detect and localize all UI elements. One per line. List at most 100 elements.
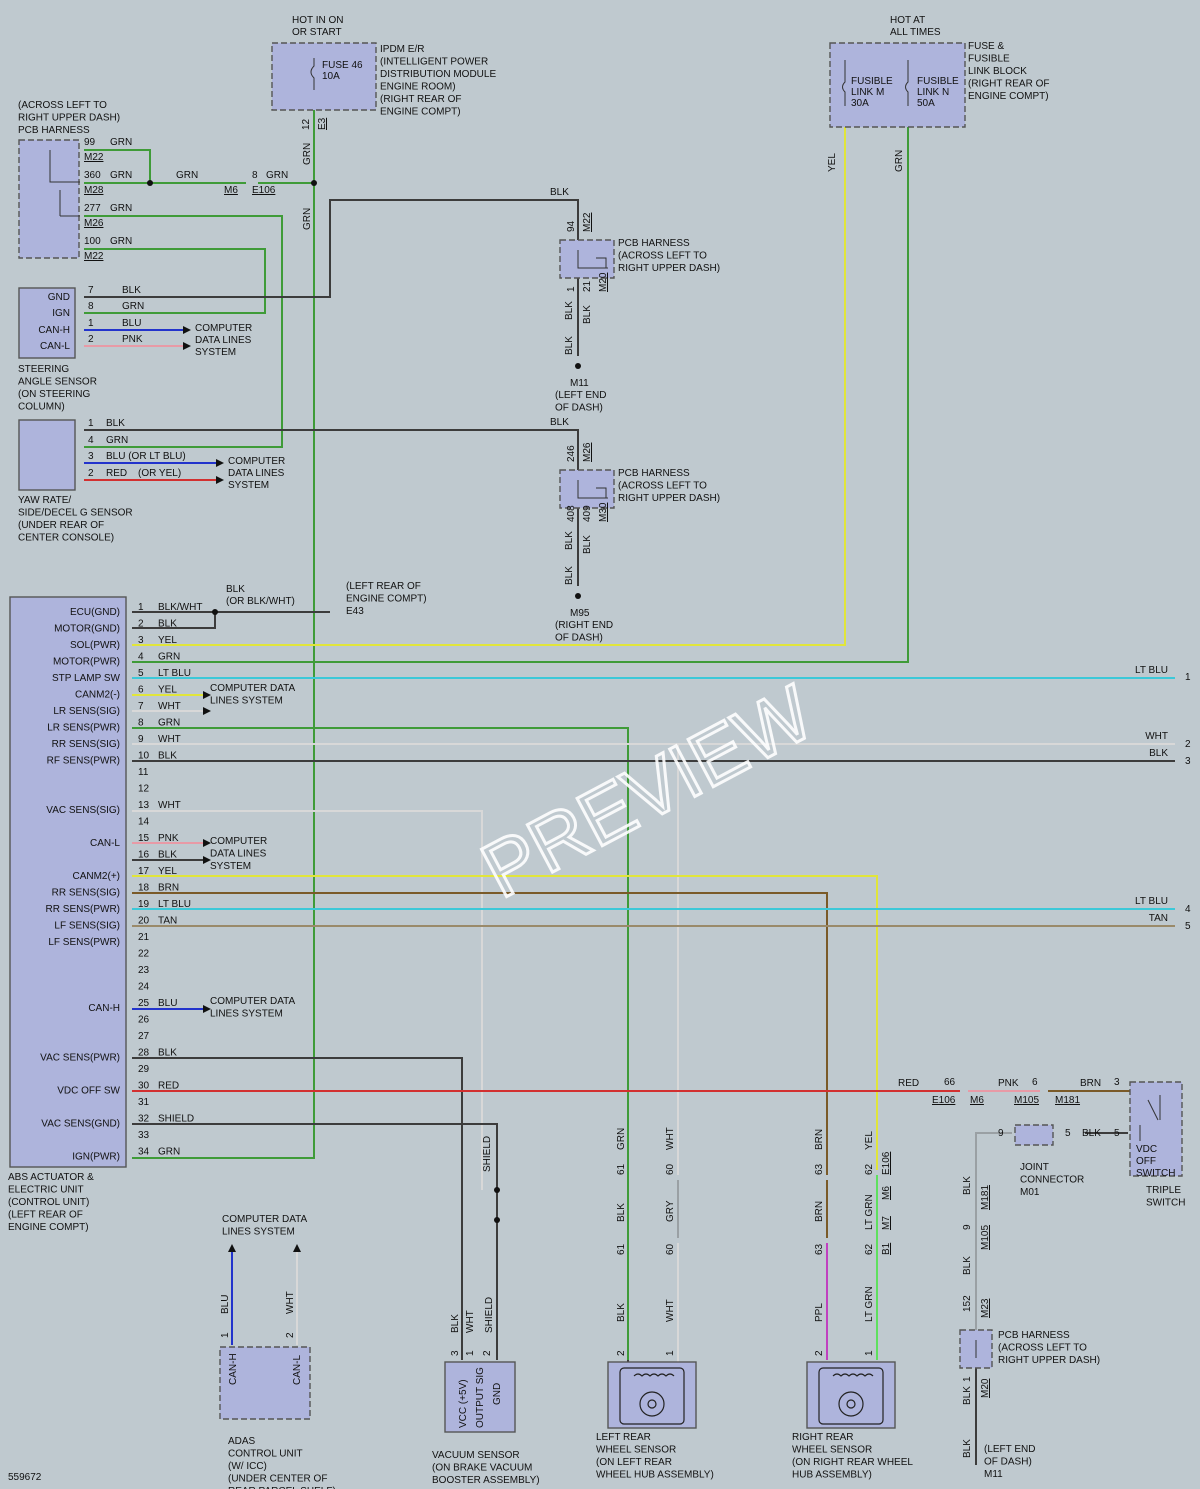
pin-label: 3 — [88, 451, 94, 462]
pin-label: 61 — [616, 1243, 627, 1255]
abs-pin-name: RR SENS(PWR) — [46, 904, 120, 915]
joint-connector-label: JOINT — [1020, 1162, 1049, 1173]
pin-label: 62 — [864, 1163, 875, 1175]
ground-label: M11 — [570, 378, 589, 389]
cdl-label: DATA LINES — [228, 468, 285, 479]
wire-label: GRN — [616, 1128, 627, 1150]
pcb-bottom-desc: RIGHT UPPER DASH) — [998, 1355, 1100, 1366]
cdl-label: COMPUTER — [195, 323, 252, 334]
ground-label: M11 — [984, 1469, 1003, 1480]
wire-label: BLK — [564, 301, 575, 320]
ipdm-desc: ENGINE ROOM) — [380, 82, 456, 93]
abs-pin-name: MOTOR(PWR) — [53, 657, 120, 668]
pin-name: GND — [48, 292, 70, 303]
pin-label: 2 — [88, 334, 94, 345]
pin-label: 277 — [84, 203, 101, 214]
steering-desc: (ON STEERING — [18, 389, 90, 400]
wire-vdc-gnd — [975, 1132, 1012, 1330]
pin-label: 6 — [1032, 1077, 1038, 1088]
pin-label: 30 — [138, 1081, 150, 1092]
abs-pin-name: LR SENS(PWR) — [47, 723, 120, 734]
wire-label: BRN — [1080, 1078, 1101, 1089]
abs-pin-name: CANM2(+) — [72, 871, 120, 882]
connector-label: M22 — [84, 251, 104, 262]
wire-label: TAN — [158, 916, 177, 927]
rr-wheel-sensor-box — [806, 1361, 896, 1429]
pin-label: 152 — [962, 1295, 973, 1312]
pin-label: 94 — [566, 220, 577, 232]
pin-label: 27 — [138, 1031, 150, 1042]
pin-label: 32 — [138, 1114, 150, 1125]
pin-label: 66 — [944, 1077, 956, 1088]
pin-label: 34 — [138, 1147, 150, 1158]
pin-label: 12 — [138, 784, 150, 795]
arrow-icon — [203, 839, 211, 847]
lr-desc: LEFT REAR — [596, 1432, 651, 1443]
pin-label: 23 — [138, 965, 150, 976]
pin-label: 5 — [1114, 1128, 1120, 1139]
pin-label: 16 — [138, 850, 150, 861]
abs-pin-name: IGN(PWR) — [72, 1152, 120, 1163]
arrow-icon — [203, 1005, 211, 1013]
wire-ipdm-ign — [132, 110, 315, 1159]
pin-label: 63 — [814, 1163, 825, 1175]
wire-label: WHT — [465, 1310, 476, 1333]
pin-label: 409 — [582, 505, 593, 522]
triple-switch-label: TRIPLE — [1146, 1185, 1181, 1196]
pin-label: 1 — [138, 602, 144, 613]
abs-desc: ENGINE COMPT) — [8, 1222, 89, 1233]
fusible-link-n: 50A — [917, 98, 935, 109]
pin-name: CAN-H — [228, 1353, 239, 1385]
pin-label: 2 — [616, 1350, 627, 1356]
wire-label: BLK — [158, 751, 177, 762]
wire-label: BRN — [814, 1201, 825, 1222]
pin-label: 2 — [482, 1350, 493, 1356]
wire-label: BLU — [158, 998, 177, 1009]
wire-label: PNK — [122, 334, 143, 345]
ground-desc: OF DASH) — [984, 1457, 1032, 1468]
wire-label: BLK — [582, 535, 593, 554]
wire-label: WHT — [665, 1299, 676, 1322]
connector-label: M28 — [84, 185, 104, 196]
joint-connector-label: CONNECTOR — [1020, 1175, 1084, 1186]
fuse-icon — [905, 60, 909, 106]
wire-label: BLK — [106, 418, 125, 429]
arrows — [183, 326, 301, 1252]
ipdm-desc: (RIGHT REAR OF — [380, 94, 461, 105]
wire-steer-gnd — [84, 199, 579, 298]
wire-label: GRN — [110, 170, 132, 181]
wire-abs-4 — [132, 127, 909, 663]
wire-label: GRN — [894, 150, 905, 172]
pin-label: 7 — [138, 701, 144, 712]
connector-label: E106 — [881, 1151, 892, 1175]
wire-label: BRN — [814, 1129, 825, 1150]
connector-label: M181 — [1055, 1095, 1080, 1106]
jumper-icon — [577, 480, 608, 499]
abs-pin-name: VDC OFF SW — [57, 1086, 120, 1097]
triple-switch-label: SWITCH — [1146, 1198, 1185, 1209]
pin-label: 12 — [301, 118, 312, 130]
wire-label: YEL — [158, 866, 177, 877]
rr-desc: RIGHT REAR — [792, 1432, 854, 1443]
wire-label: BLK — [962, 1256, 973, 1275]
fusible-link-n: FUSIBLE — [917, 76, 959, 87]
abs-pin-name: MOTOR(GND) — [54, 624, 120, 635]
connector-label: M7 — [881, 1216, 892, 1230]
pin-name: CAN-L — [40, 341, 70, 352]
wire-label: BLK — [158, 619, 177, 630]
ground-desc: OF DASH) — [555, 633, 603, 644]
ground-desc: OF DASH) — [555, 403, 603, 414]
ipdm-desc: ENGINE COMPT) — [380, 107, 461, 118]
abs-pin-name: CAN-L — [90, 838, 120, 849]
connector-label: M26 — [84, 218, 104, 229]
fuse-hot-label: HOT AT — [890, 15, 925, 26]
wire-abs-28 — [132, 1057, 463, 1360]
wire-label: RED — [158, 1081, 179, 1092]
wire-label: YEL — [827, 153, 838, 172]
wheel-sensor-icons — [619, 1367, 884, 1425]
connector-label: M20 — [598, 272, 609, 292]
lr-desc: WHEEL HUB ASSEMBLY) — [596, 1470, 714, 1481]
arrow-icon — [183, 342, 191, 350]
ipdm-fuse-label: 10A — [322, 71, 340, 82]
splices — [147, 180, 581, 1223]
